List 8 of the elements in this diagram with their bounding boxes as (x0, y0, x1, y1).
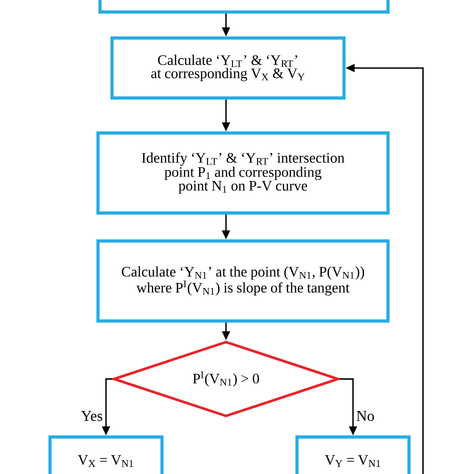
process-box: Identify ‘Y$_{LT}$’ & ‘Y$_{RT}$’ intersection point P$_{1}$ and corresponding point N$_{1}$ on P-V curve (96, 131, 390, 215)
process-box (98, 0, 390, 14)
process-box: V$_{X}$ = V$_{N1}$ (48, 435, 164, 474)
edge-label: No (355, 410, 376, 422)
process-box: Calculate ‘Y$_{LT}$’ & ‘Y$_{RT}$’ at corresponding V$_{X}$ & V$_{Y}$ (110, 36, 346, 100)
edge-label: Yes (80, 410, 104, 422)
process-box: V$_{Y}$ = V$_{N1}$ (295, 435, 411, 474)
process-box: Calculate ‘Y$_{N1}$’ at the point (V$_{N1}$, P(V$_{N1}$)) where P$^{I}$(V$_{N1}$) is slope of the tangent (96, 239, 390, 323)
